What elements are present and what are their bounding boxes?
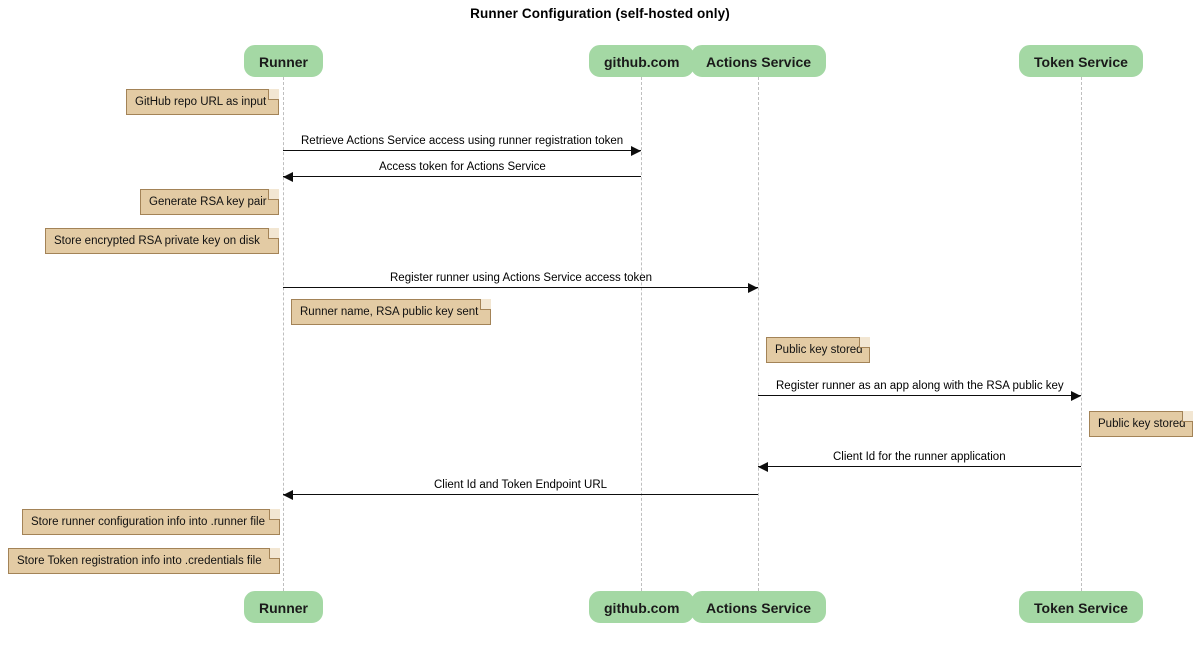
note-text: Store Token registration info into .cred… — [17, 555, 262, 567]
message-line — [758, 466, 1081, 467]
message-label: Access token for Actions Service — [379, 161, 546, 173]
arrow-head-right-icon — [631, 146, 641, 156]
message-line — [283, 176, 641, 177]
message-line — [283, 494, 758, 495]
note: Public key stored — [1089, 411, 1193, 437]
message-label: Retrieve Actions Service access using ru… — [301, 135, 624, 147]
message-label: Register runner as an app along with the… — [776, 380, 1064, 392]
participant-actions-footer[interactable]: Actions Service — [691, 591, 827, 623]
note-fold-corner-icon — [1182, 411, 1193, 422]
note-fold-corner-icon — [859, 337, 870, 348]
lifeline-github — [641, 77, 642, 591]
note-fold-corner-icon — [268, 189, 279, 200]
participant-runner-header[interactable]: Runner — [244, 45, 323, 77]
note-text: Store runner configuration info into .ru… — [31, 516, 265, 528]
arrow-head-left-icon — [758, 462, 768, 472]
lifeline-runner — [283, 77, 284, 591]
message-label: Client Id and Token Endpoint URL — [434, 479, 608, 491]
arrow-head-right-icon — [748, 283, 758, 293]
note-text: GitHub repo URL as input — [135, 96, 267, 108]
note-fold-corner-icon — [480, 299, 491, 310]
note-fold-corner-icon — [268, 89, 279, 100]
note-fold-corner-icon — [268, 228, 279, 239]
note-fold-corner-icon — [269, 509, 280, 520]
message-line — [283, 287, 758, 288]
note-text: Store encrypted RSA private key on disk — [54, 235, 260, 247]
note: Store encrypted RSA private key on disk — [45, 228, 279, 254]
note: Store Token registration info into .cred… — [8, 548, 280, 574]
participant-token-header[interactable]: Token Service — [1019, 45, 1143, 77]
participant-actions-header[interactable]: Actions Service — [691, 45, 827, 77]
participant-token-footer[interactable]: Token Service — [1019, 591, 1143, 623]
message-label: Client Id for the runner application — [833, 451, 1006, 463]
lifeline-token — [1081, 77, 1082, 591]
note-fold-corner-icon — [269, 548, 280, 559]
arrow-head-left-icon — [283, 172, 293, 182]
note-text: Public key stored — [775, 344, 863, 356]
note: Store runner configuration info into .ru… — [22, 509, 280, 535]
page-title: Runner Configuration (self-hosted only) — [470, 6, 730, 21]
arrow-head-right-icon — [1071, 391, 1081, 401]
message-label: Register runner using Actions Service ac… — [390, 272, 653, 284]
message-line — [283, 150, 641, 151]
participant-github-footer[interactable]: github.com — [589, 591, 695, 623]
arrow-head-left-icon — [283, 490, 293, 500]
note: Public key stored — [766, 337, 870, 363]
participant-github-header[interactable]: github.com — [589, 45, 695, 77]
note: Generate RSA key pair — [140, 189, 279, 215]
note: GitHub repo URL as input — [126, 89, 279, 115]
participant-runner-footer[interactable]: Runner — [244, 591, 323, 623]
note-text: Public key stored — [1098, 418, 1186, 430]
note: Runner name, RSA public key sent — [291, 299, 491, 325]
note-text: Runner name, RSA public key sent — [300, 306, 479, 318]
lifeline-actions — [758, 77, 759, 591]
message-line — [758, 395, 1081, 396]
note-text: Generate RSA key pair — [149, 196, 267, 208]
